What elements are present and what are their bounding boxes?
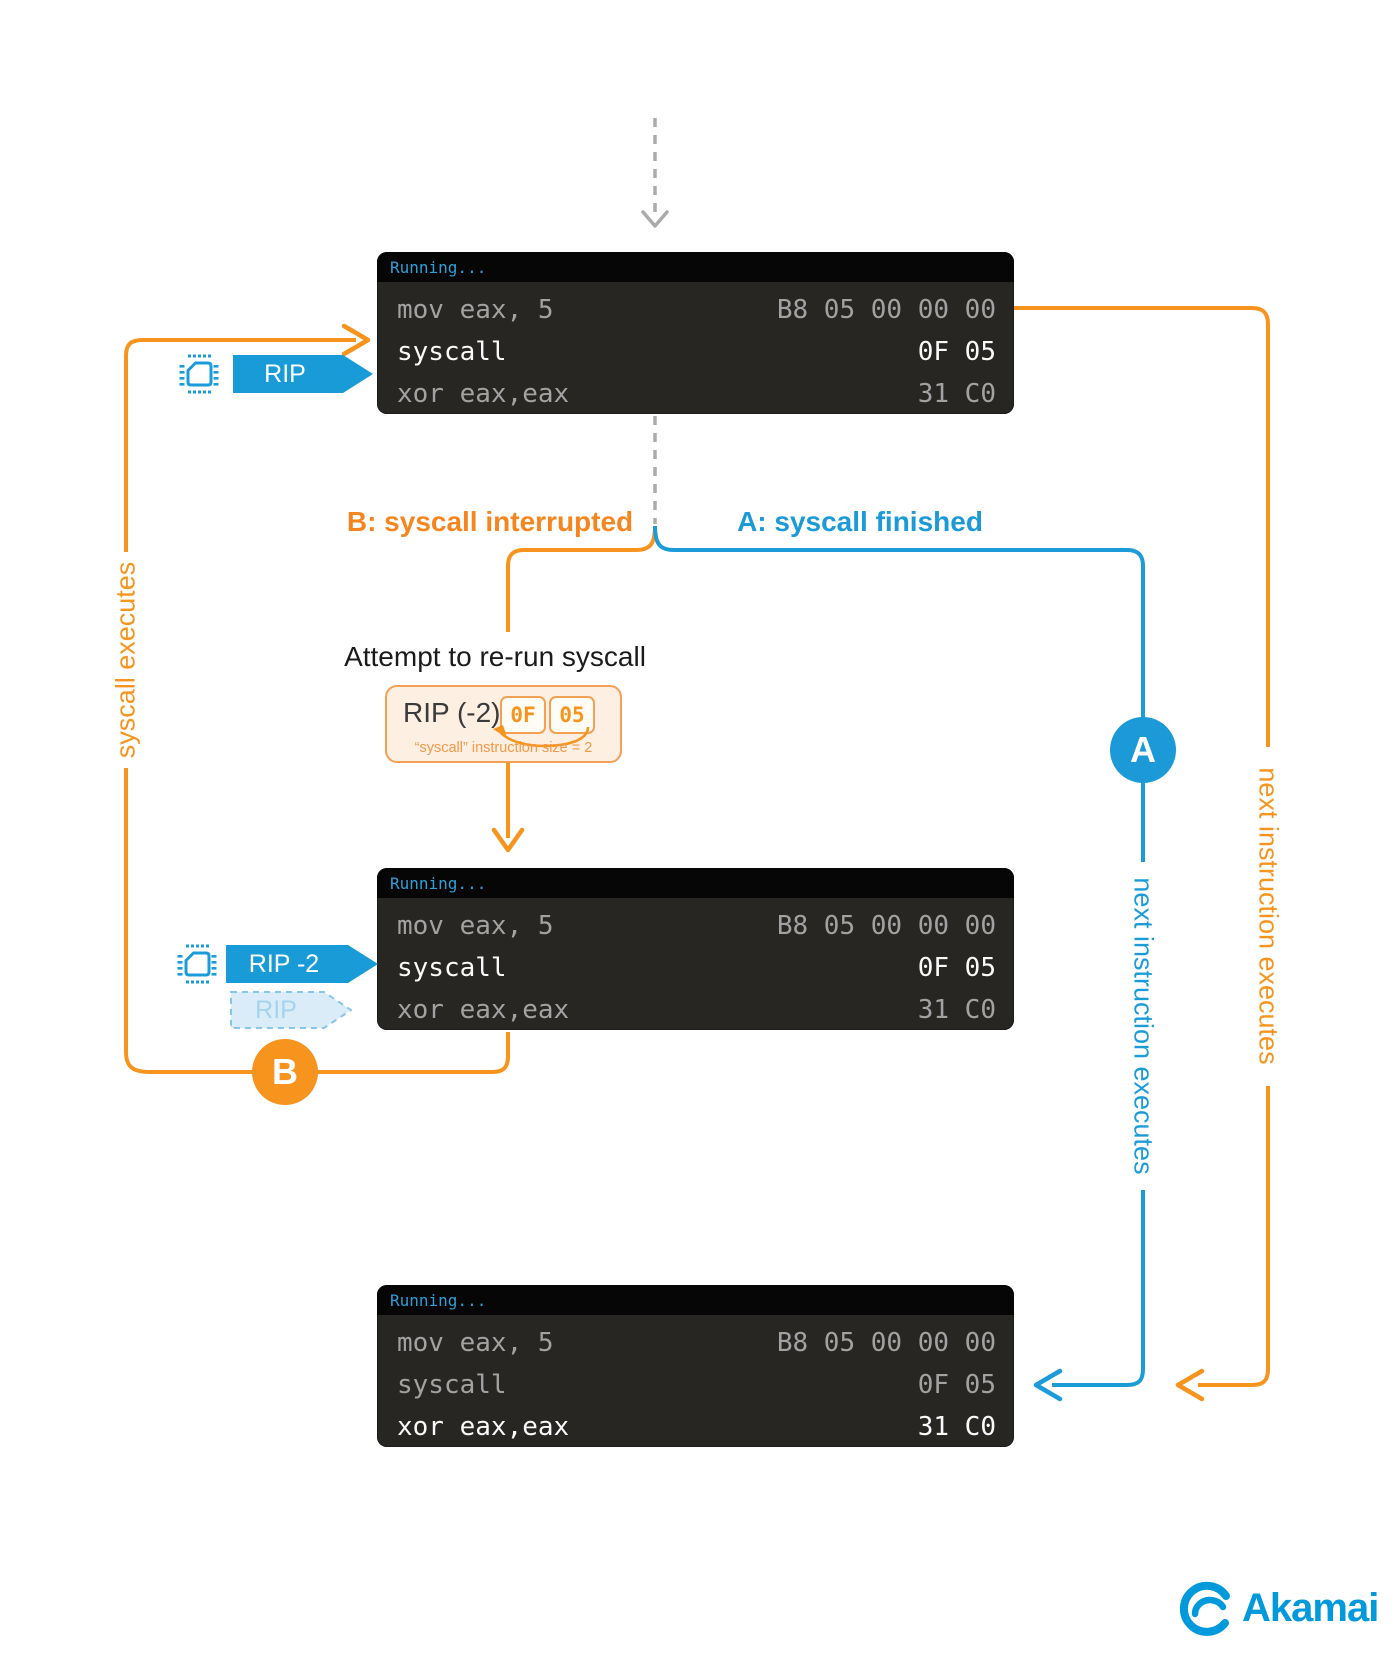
branch-a-arrowhead-icon	[1033, 1368, 1063, 1402]
right-orange-upper-line	[1014, 306, 1270, 747]
code-row-xor: xor eax,eax 31 C0	[377, 373, 1014, 414]
terminal-1: Running... mov eax, 5 B8 05 00 00 00 sys…	[377, 252, 1014, 414]
code-row-syscall: syscall 0F 05	[377, 947, 1014, 989]
asm-text: xor eax,eax	[397, 1412, 570, 1442]
code-row-mov: mov eax, 5 B8 05 00 00 00	[377, 289, 1014, 331]
code-row-mov: mov eax, 5 B8 05 00 00 00	[377, 905, 1014, 947]
terminal-2-titlebar: Running...	[377, 868, 1014, 898]
byte-chip-0f: 0F	[500, 696, 546, 734]
terminal-1-titlebar: Running...	[377, 252, 1014, 282]
rerun-arrowhead-icon	[491, 827, 525, 853]
asm-text: syscall	[397, 1370, 507, 1400]
asm-text: xor eax,eax	[397, 995, 570, 1025]
syscall-executes-label: syscall executes	[110, 561, 141, 759]
asm-text: mov eax, 5	[397, 911, 554, 941]
cpu-icon	[179, 354, 219, 394]
akamai-logo: Akamai	[1178, 1578, 1379, 1638]
terminal-2-body: mov eax, 5 B8 05 00 00 00 syscall 0F 05 …	[377, 898, 1014, 1030]
loop-b-lower-line	[124, 768, 510, 1074]
loop-b-arrowhead-icon	[341, 323, 371, 357]
branch-b-label: B: syscall interrupted	[346, 506, 634, 537]
entry-arrowhead-icon	[641, 210, 669, 228]
badge-a: A	[1110, 717, 1176, 783]
asm-text: mov eax, 5	[397, 1328, 554, 1358]
code-row-syscall: syscall 0F 05	[377, 331, 1014, 373]
asm-text: mov eax, 5	[397, 295, 554, 325]
terminal-title: Running...	[390, 873, 487, 893]
hex-bytes: B8 05 00 00 00	[776, 295, 996, 325]
ghost-rip-tag: RIP	[230, 991, 352, 1029]
cpu-icon	[177, 944, 217, 984]
hex-bytes: 0F 05	[917, 953, 996, 983]
terminal-3-titlebar: Running...	[377, 1285, 1014, 1315]
terminal-2: Running... mov eax, 5 B8 05 00 00 00 sys…	[377, 868, 1014, 1030]
next-instruction-orange-label: next instruction executes	[1253, 767, 1284, 1065]
hex-bytes: B8 05 00 00 00	[776, 911, 996, 941]
asm-text: xor eax,eax	[397, 379, 570, 409]
hex-bytes: 31 C0	[917, 1412, 996, 1442]
hex-bytes: B8 05 00 00 00	[776, 1328, 996, 1358]
rip-minus-2-box: RIP (-2) 0F 05 “syscall” instruction siz…	[385, 685, 622, 763]
code-row-xor: xor eax,eax 31 C0	[377, 989, 1014, 1030]
terminal-title: Running...	[390, 257, 487, 277]
rip-tag-label: RIP	[264, 360, 306, 388]
rip-minus-2-tag: RIP -2	[226, 945, 378, 983]
right-orange-lower-line	[1198, 1086, 1270, 1387]
code-row-mov: mov eax, 5 B8 05 00 00 00	[377, 1322, 1014, 1364]
branch-b-curve	[506, 525, 657, 632]
terminal-3-body: mov eax, 5 B8 05 00 00 00 syscall 0F 05 …	[377, 1315, 1014, 1447]
rerun-title: Attempt to re-run syscall	[344, 641, 646, 672]
terminal-title: Running...	[390, 1290, 487, 1310]
code-row-xor: xor eax,eax 31 C0	[377, 1406, 1014, 1447]
hex-bytes: 0F 05	[917, 337, 996, 367]
akamai-logo-text: Akamai	[1242, 1585, 1379, 1630]
branch-a-lower-line	[1052, 1190, 1145, 1387]
akamai-swoosh-icon	[1179, 1581, 1230, 1636]
hex-bytes: 0F 05	[917, 1370, 996, 1400]
terminal-3: Running... mov eax, 5 B8 05 00 00 00 sys…	[377, 1285, 1014, 1447]
next-instruction-blue-label: next instruction executes	[1128, 877, 1159, 1175]
rip-minus-2-label: RIP (-2)	[403, 697, 501, 728]
byte-chip-05: 05	[549, 696, 595, 734]
loop-b-upper-line	[124, 338, 356, 552]
minus-2-swoosh-icon	[493, 725, 590, 748]
right-orange-arrowhead-icon	[1175, 1368, 1205, 1402]
code-row-syscall: syscall 0F 05	[377, 1364, 1014, 1406]
rip-tag: RIP	[233, 355, 373, 393]
terminal-1-body: mov eax, 5 B8 05 00 00 00 syscall 0F 05 …	[377, 282, 1014, 414]
rip-minus-2-caption: “syscall” instruction size = 2	[414, 740, 593, 756]
asm-text: syscall	[397, 337, 507, 367]
badge-b: B	[252, 1039, 318, 1105]
branch-a-label: A: syscall finished	[737, 506, 983, 537]
rip-minus-2-tag-label: RIP -2	[249, 950, 319, 978]
hex-bytes: 31 C0	[917, 379, 996, 409]
hex-bytes: 31 C0	[917, 995, 996, 1025]
branch-a-curve	[653, 525, 1145, 862]
asm-text: syscall	[397, 953, 507, 983]
ghost-rip-tag-label: RIP	[255, 996, 297, 1024]
